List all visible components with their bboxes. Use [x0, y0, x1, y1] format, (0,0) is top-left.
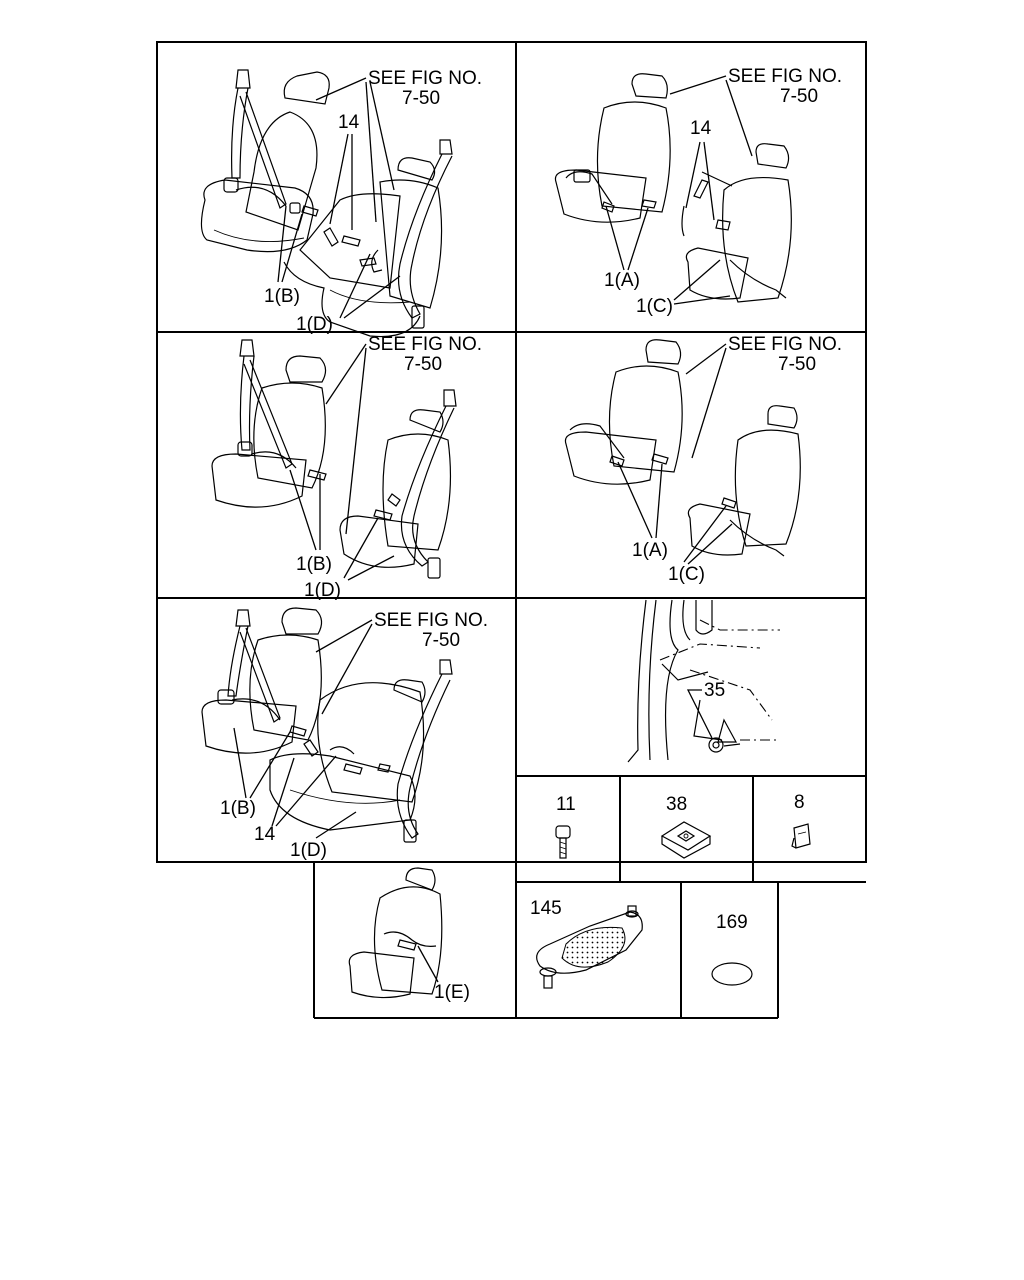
panel-6-cab-interior: 35	[627, 599, 780, 763]
driver-seat-drawing	[200, 69, 330, 253]
part-11-label: 11	[556, 794, 576, 815]
clip-icon	[791, 823, 811, 849]
p4-see-fig-label: SEE FIG NO.	[728, 334, 842, 355]
p5-callout-1B: 1(B)	[220, 798, 256, 819]
part-38-label: 38	[666, 794, 687, 815]
p1-see-fig-label: SEE FIG NO.	[368, 68, 482, 89]
grommet-icon	[660, 821, 712, 859]
bench-seat-drawing	[283, 139, 453, 338]
p2-see-fig-number: 7-50	[780, 86, 818, 107]
panel-3-front-bucket-seats-3pt: SEE FIG NO. 7-50 1(B) 1(D)	[211, 334, 482, 601]
bolt-icon	[555, 825, 571, 859]
p4-callout-1A: 1(A)	[632, 540, 668, 561]
p2-callout-1A: 1(A)	[604, 270, 640, 291]
part-169-label: 169	[716, 912, 748, 933]
part-145-cell: 145	[530, 898, 643, 989]
part-11-cell: 11	[555, 794, 576, 859]
left-bucket-drawing	[554, 73, 671, 223]
p5-see-fig-number: 7-50	[422, 630, 460, 651]
left-bucket-drawing-2	[564, 339, 683, 485]
right-bucket-drawing-2	[687, 405, 801, 557]
p3-see-fig-number: 7-50	[404, 354, 442, 375]
anchor-plate-icon	[536, 905, 643, 989]
p1-callout-1B: 1(B)	[264, 286, 300, 307]
p5-callout-14: 14	[254, 824, 276, 845]
rear-bench-drawing	[269, 659, 453, 843]
p3-callout-1D: 1(D)	[304, 580, 341, 601]
p4-callout-1C: 1(C)	[668, 564, 705, 585]
panel-4-front-bucket-seats-lap: SEE FIG NO. 7-50 1(A) 1(C)	[564, 334, 842, 585]
frame-grid	[156, 41, 867, 1019]
part-145-label: 145	[530, 898, 562, 919]
part-8-cell: 8	[791, 792, 811, 849]
p7-callout-1E: 1(E)	[434, 982, 470, 1003]
p3-see-fig-label: SEE FIG NO.	[368, 334, 482, 355]
oval-washer-icon	[711, 962, 753, 986]
p4-see-fig-number: 7-50	[778, 354, 816, 375]
p1-callout-1D: 1(D)	[296, 314, 333, 335]
part-38-cell: 38	[660, 794, 712, 859]
panel-5-front-and-rear-bench: SEE FIG NO. 7-50 1(B) 14 1(D)	[201, 607, 488, 861]
p5-see-fig-label: SEE FIG NO.	[374, 610, 488, 631]
part-169-cell: 169	[711, 912, 753, 986]
passenger-seat-drawing	[339, 389, 457, 579]
p2-callout-1C: 1(C)	[636, 296, 673, 317]
p5-callout-1D: 1(D)	[290, 840, 327, 861]
panel-7-seat-1E: 1(E)	[348, 867, 470, 1003]
p1-callout-14: 14	[338, 112, 360, 133]
panel-1-front-seat-belts-bench: SEE FIG NO. 7-50 14 1(B) 1(D)	[200, 68, 482, 338]
right-bucket-drawing	[681, 143, 792, 303]
p6-callout-35: 35	[704, 680, 725, 701]
part-8-label: 8	[794, 792, 805, 813]
p1-see-fig-number: 7-50	[402, 88, 440, 109]
driver-seat-drawing-3	[201, 607, 323, 757]
driver-seat-drawing-2	[211, 339, 327, 508]
panel-2-front-bucket-seats: SEE FIG NO. 7-50 14 1(A) 1(C)	[554, 66, 842, 317]
p2-callout-14: 14	[690, 118, 712, 139]
p2-see-fig-label: SEE FIG NO.	[728, 66, 842, 87]
p3-callout-1B: 1(B)	[296, 554, 332, 575]
